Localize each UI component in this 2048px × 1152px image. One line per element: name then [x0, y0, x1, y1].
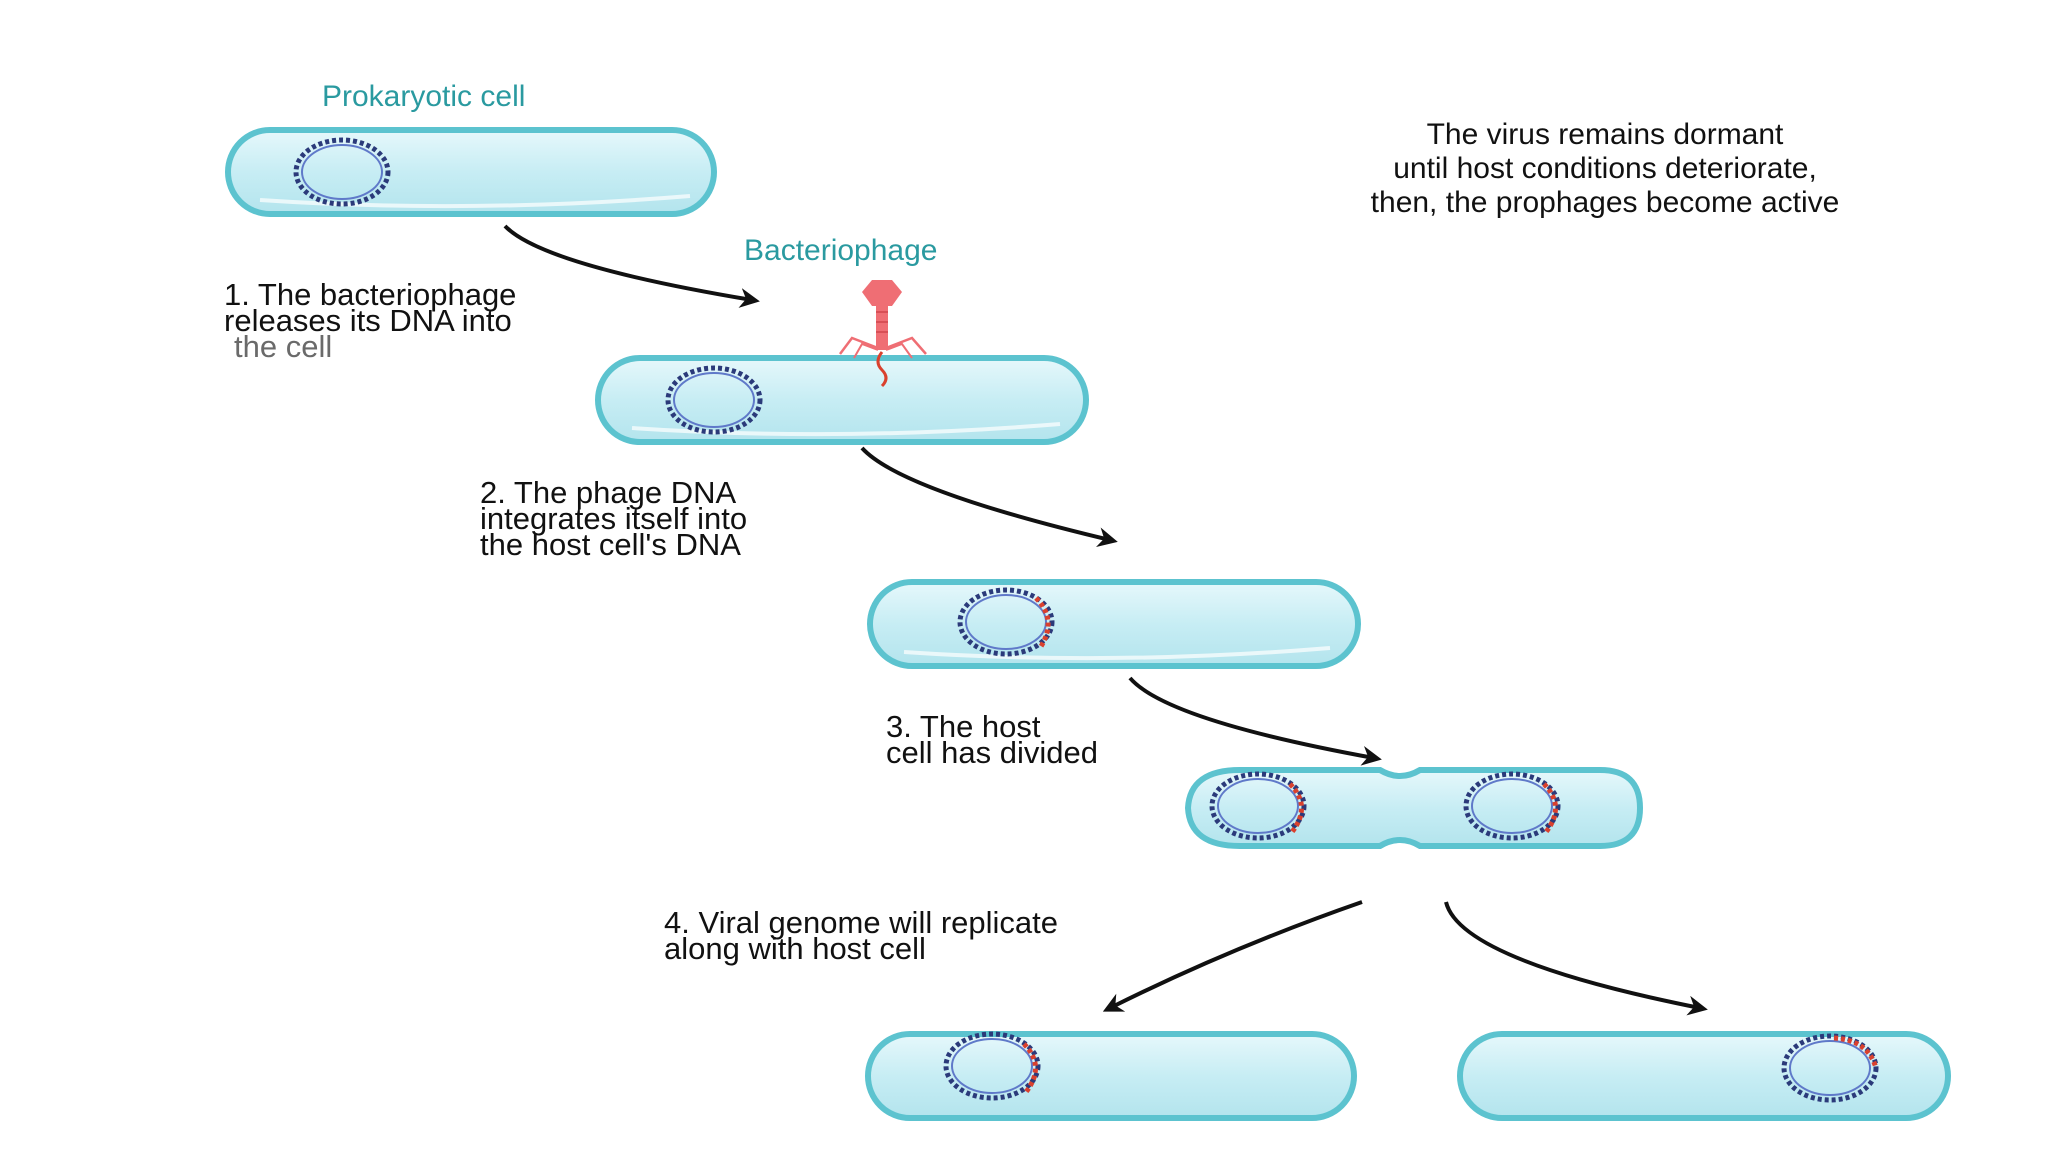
step-3-caption: 3. The host cell has divided	[886, 709, 1098, 770]
prophage-dna-icon	[1463, 771, 1561, 841]
lysogen-cell	[867, 579, 1361, 669]
prophage-dna-icon	[943, 1031, 1041, 1101]
bacteriophage-label: Bacteriophage	[744, 234, 938, 267]
step-2-caption: 2. The phage DNA integrates itself into …	[480, 475, 748, 562]
daughter-cell-left	[865, 1031, 1357, 1121]
dividing-cell	[1184, 767, 1644, 849]
prokaryotic-cell	[225, 127, 717, 217]
arrow-step-3	[1128, 676, 1382, 766]
prokaryotic-cell-label: Prokaryotic cell	[322, 80, 526, 113]
dormancy-note: The virus remains dormant until host con…	[1370, 118, 1840, 219]
arrow-step-4-right	[1444, 901, 1708, 1016]
arrow-step-4-left	[1102, 900, 1363, 1012]
prophage-dna-icon	[1209, 771, 1307, 841]
infected-cell	[595, 355, 1089, 445]
bacterial-dna-icon	[293, 137, 391, 207]
step-4-caption: 4. Viral genome will replicate along wit…	[664, 905, 1059, 966]
arrow-step-1	[503, 224, 760, 308]
bacteriophage-icon	[839, 280, 927, 388]
step-1-caption: 1. The bacteriophage releases its DNA in…	[224, 277, 517, 364]
bacterial-dna-icon	[665, 365, 763, 435]
prophage-dna-icon	[1781, 1033, 1879, 1103]
prophage-dna-icon	[957, 587, 1055, 657]
daughter-cell-right	[1457, 1031, 1951, 1121]
arrow-step-2	[860, 446, 1118, 547]
